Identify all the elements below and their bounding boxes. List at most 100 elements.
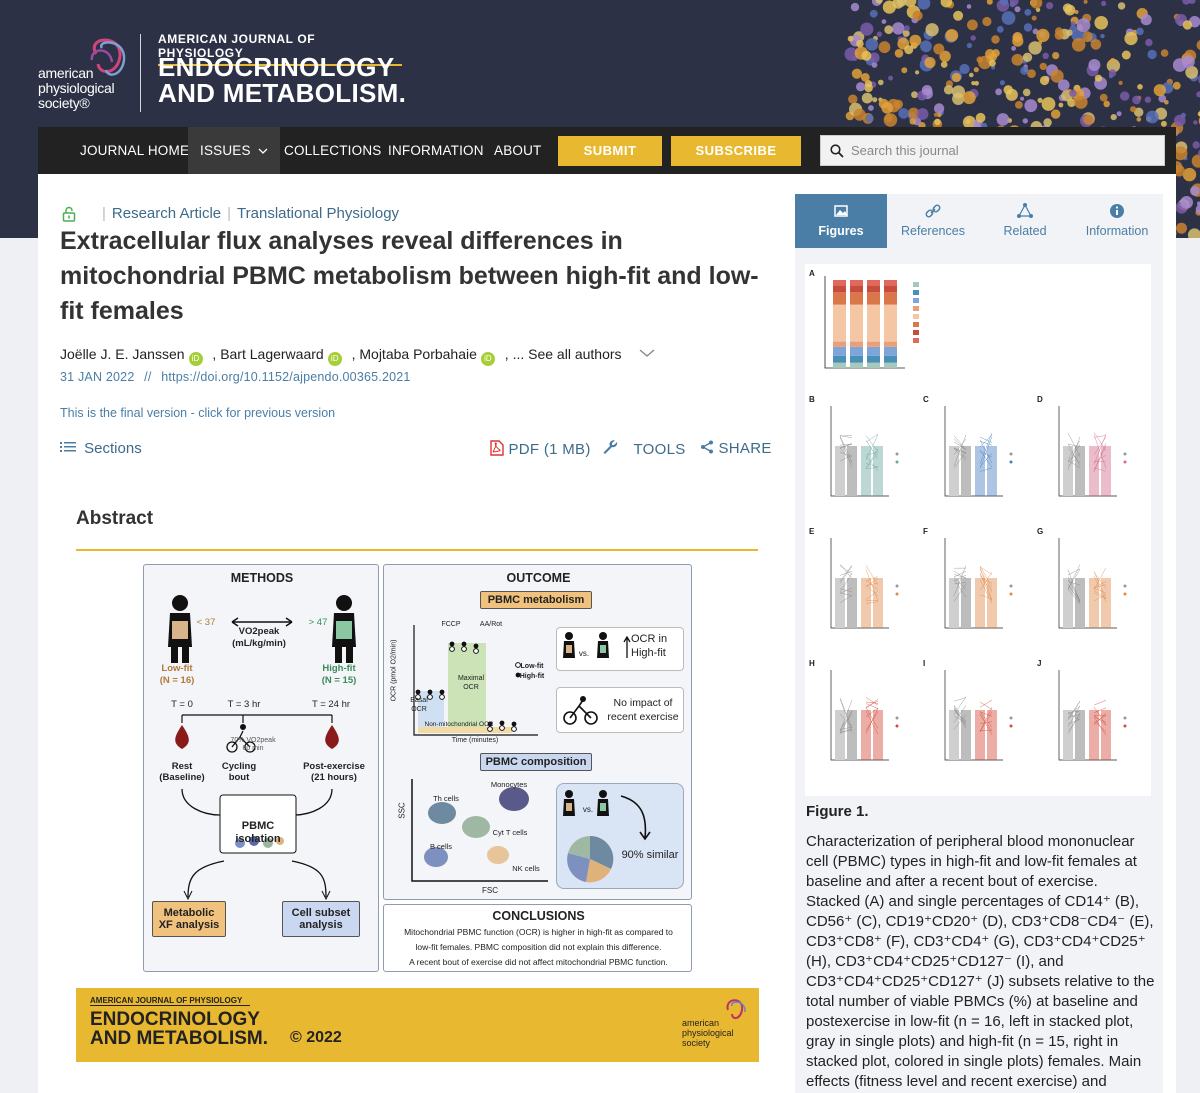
paired-line <box>865 578 879 587</box>
panel-letter-c: C <box>923 395 929 404</box>
paired-line <box>839 565 853 582</box>
paired-line <box>979 565 993 588</box>
paired-line <box>839 698 853 728</box>
bar <box>987 446 997 496</box>
article-type-link[interactable]: Research Article <box>111 205 222 222</box>
article-category-link[interactable]: Translational Physiology <box>237 205 400 222</box>
nav-collections[interactable]: COLLECTIONS <box>284 143 382 158</box>
tab-figures[interactable]: Figures <box>795 194 887 248</box>
legend-marker-low <box>895 584 899 588</box>
pdf-button[interactable]: PDF (1 MB) <box>490 440 591 458</box>
bar <box>975 710 985 760</box>
legend-marker-high <box>515 672 521 678</box>
paired-line <box>953 714 967 730</box>
paired-line <box>979 436 993 469</box>
journal-title[interactable]: ENDOCRINOLOGY AND METABOLISM. <box>158 52 407 108</box>
paired-line <box>979 432 993 464</box>
paired-line <box>953 438 967 451</box>
paired-line <box>1067 432 1081 457</box>
bar <box>835 710 845 760</box>
data-point-high-fit <box>415 689 421 695</box>
nav-journal-home[interactable]: JOURNAL HOME <box>80 143 190 158</box>
paired-line <box>953 435 967 450</box>
paired-line <box>979 579 993 604</box>
stacked-bar-segment <box>833 362 846 368</box>
paired-line <box>865 576 879 582</box>
paired-line <box>1067 436 1081 470</box>
legend-marker-low <box>1123 452 1127 456</box>
legend-marker-low <box>1009 584 1013 588</box>
legend-marker-low <box>895 452 899 456</box>
paired-line <box>865 569 879 601</box>
bar <box>961 578 971 628</box>
stacked-bar-segment <box>867 355 880 363</box>
legend-swatch <box>913 314 919 319</box>
version-link[interactable]: This is the final version - click for pr… <box>60 406 336 420</box>
tab-related[interactable]: Related <box>979 194 1071 248</box>
author-link[interactable]: Bart Lagerwaard <box>220 346 324 362</box>
paired-line <box>1067 588 1081 605</box>
panel-axes <box>830 538 889 629</box>
figure-label: Figure 1. <box>806 803 869 820</box>
search-input[interactable] <box>851 136 1151 165</box>
doi-link[interactable]: https://doi.org/10.1152/ajpendo.00365.20… <box>161 370 411 384</box>
graphical-abstract[interactable]: METHODS < 37 > 47 VO2peak (mL/kg/min) Lo… <box>143 564 693 974</box>
paired-line <box>865 435 879 452</box>
orcid-icon[interactable]: iD <box>188 352 203 366</box>
panel-letter-i: I <box>923 659 925 668</box>
tab-information[interactable]: Information <box>1071 194 1163 248</box>
paired-line <box>865 707 879 729</box>
submit-button[interactable]: SUBMIT <box>558 136 662 166</box>
paired-line <box>979 711 993 717</box>
paired-line <box>1093 588 1107 594</box>
legend-marker-high <box>1123 592 1127 596</box>
nav-issues[interactable]: ISSUES <box>188 127 280 174</box>
bar <box>873 578 883 628</box>
bar <box>1075 578 1085 628</box>
see-all-authors-link[interactable]: , ... See all authors <box>504 346 622 362</box>
panel-axes <box>944 538 1003 629</box>
tools-button[interactable]: TOOLS <box>603 440 686 458</box>
participants-icon <box>563 632 609 658</box>
paired-line <box>979 451 993 458</box>
article-panel: |Research Article|Translational Physiolo… <box>38 174 1176 1093</box>
nav-information[interactable]: INFORMATION <box>388 143 484 158</box>
paired-line <box>1067 583 1081 604</box>
conclusions-panel: CONCLUSIONS Mitochondrial PBMC function … <box>383 904 692 972</box>
paired-line <box>979 453 993 467</box>
bar <box>873 710 883 760</box>
author-link[interactable]: Joëlle J. E. Janssen <box>60 346 185 362</box>
chevron-down-icon <box>258 148 268 154</box>
paired-line <box>839 443 853 449</box>
aps-logo-icon[interactable] <box>38 34 148 114</box>
sections-toggle[interactable]: Sections <box>60 440 142 457</box>
bar <box>835 578 845 628</box>
chevron-down-icon[interactable] <box>639 348 655 358</box>
main-nav: JOURNAL HOME ISSUES COLLECTIONS INFORMAT… <box>38 127 1176 174</box>
paired-line <box>865 456 879 472</box>
bar <box>987 710 997 760</box>
bar <box>1075 446 1085 496</box>
orcid-icon[interactable]: iD <box>327 352 342 366</box>
nav-about[interactable]: ABOUT <box>494 143 542 158</box>
legend-marker-low <box>1009 716 1013 720</box>
author-link[interactable]: Mojtaba Porbahaie <box>359 346 477 362</box>
paired-line <box>953 707 967 725</box>
legend-marker-high <box>1123 724 1127 728</box>
tab-references[interactable]: References <box>887 194 979 248</box>
share-button[interactable]: SHARE <box>700 440 772 457</box>
bar <box>1089 710 1099 760</box>
subscribe-button[interactable]: SUBSCRIBE <box>671 136 801 166</box>
ocr-finding-box: vs. OCR in High-fit <box>556 627 684 671</box>
paired-line <box>865 711 879 731</box>
orcid-icon[interactable]: iD <box>480 352 495 366</box>
data-point-low-fit <box>461 646 467 652</box>
data-point-low-fit <box>415 694 421 700</box>
paired-line <box>865 697 879 706</box>
panel-axes <box>944 406 1003 497</box>
bar <box>949 710 959 760</box>
paired-line <box>865 698 879 709</box>
paired-line <box>953 438 967 455</box>
maximal-ocr-region <box>448 643 486 727</box>
